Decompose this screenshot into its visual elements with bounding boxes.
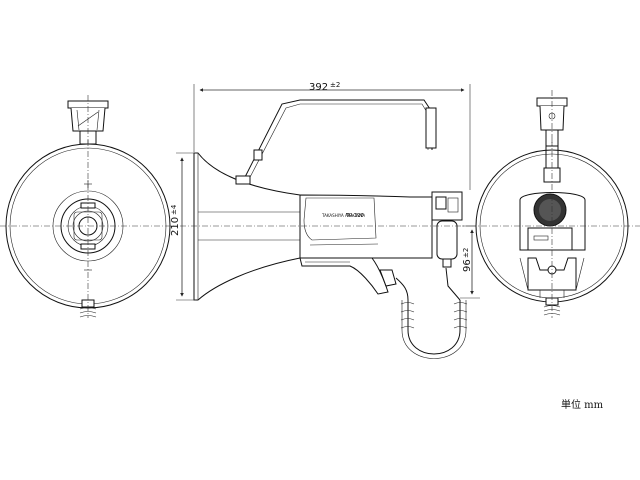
height-tolerance: ±4 xyxy=(170,204,178,215)
rear-view xyxy=(470,90,640,318)
width-tolerance: ±2 xyxy=(330,81,340,89)
rear-view-top-bracket xyxy=(536,90,568,147)
trigger-switch xyxy=(379,269,397,287)
side-view-horn xyxy=(193,152,301,301)
unit-label: 単位 mm xyxy=(561,400,604,411)
side-view-coiled-cord xyxy=(395,267,468,359)
grip-tolerance: ±2 xyxy=(462,248,470,258)
front-view-top-bracket xyxy=(67,95,109,146)
side-view: TAKASHIYA AKAGAWA TR-320 xyxy=(180,99,470,359)
width-value: 392 xyxy=(309,82,328,93)
grip-value: 96 xyxy=(462,259,473,272)
side-view-grip xyxy=(299,257,389,295)
model-label: TAKASHIYA AKAGAWA xyxy=(321,213,365,218)
dimension-height: 210 ±4 xyxy=(170,152,196,301)
side-view-body xyxy=(299,194,433,259)
model-number: TR-320 xyxy=(345,213,364,219)
height-value: 210 xyxy=(170,217,181,236)
side-view-microphone xyxy=(436,220,458,260)
front-view xyxy=(0,95,176,318)
dimension-width: 392 ±2 xyxy=(193,81,471,190)
side-view-strap xyxy=(235,99,437,185)
